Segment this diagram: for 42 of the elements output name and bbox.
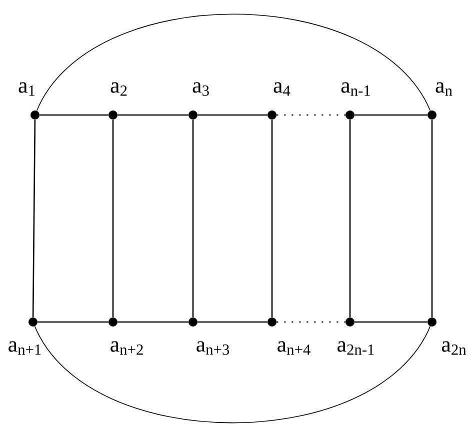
vertex-label: a$_{n+1}$ — [8, 341, 41, 355]
vertex-dot — [428, 318, 436, 326]
vertex-label: a$_{n-1}$ — [341, 82, 370, 96]
edge-line — [276, 321, 346, 323]
edge-line — [118, 114, 188, 116]
vertex-dot — [188, 318, 198, 326]
vertex-label: a$_{2n}$ — [442, 341, 466, 355]
vertex-label: a$_{2n-1}$ — [338, 341, 374, 355]
vertex-label: a$_{2}$ — [110, 82, 127, 96]
edge-line — [271, 120, 273, 318]
edge-line — [38, 321, 108, 323]
edge-line — [276, 114, 346, 116]
vertex-dot — [28, 318, 38, 326]
edge-line — [40, 114, 108, 116]
vertex-label: a$_{4}$ — [274, 82, 290, 96]
vertex-dot — [428, 110, 436, 120]
vertex-dot — [188, 110, 198, 120]
vertex-label: a$_{n}$ — [436, 82, 452, 96]
vertex-label: a$_{n+4}$ — [278, 341, 310, 355]
vertex-dot — [268, 110, 276, 120]
vertex-dot — [108, 318, 118, 326]
vertex-label: a$_{3}$ — [192, 82, 209, 96]
vertex-dot — [346, 110, 354, 120]
vertex-label: a$_{n+2}$ — [110, 341, 143, 355]
vertex-dot — [108, 110, 118, 120]
edge-line — [112, 120, 114, 318]
vertex-dot — [346, 318, 354, 326]
edge-line — [118, 321, 188, 323]
edge-line — [431, 120, 433, 318]
edge-line — [198, 321, 268, 323]
vertex-label: a$_{n+3}$ — [196, 341, 230, 355]
vertex-label: a$_{1}$ — [18, 82, 35, 96]
vertex-dot — [30, 110, 40, 120]
edge-line — [349, 120, 351, 318]
edge-line — [32, 120, 36, 318]
vertex-dot — [268, 318, 276, 326]
arc — [36, 14, 431, 112]
edge-line — [354, 321, 428, 323]
edge-line — [354, 114, 428, 116]
edge-line — [198, 114, 268, 116]
edge-line — [192, 120, 194, 318]
arc — [34, 326, 431, 424]
